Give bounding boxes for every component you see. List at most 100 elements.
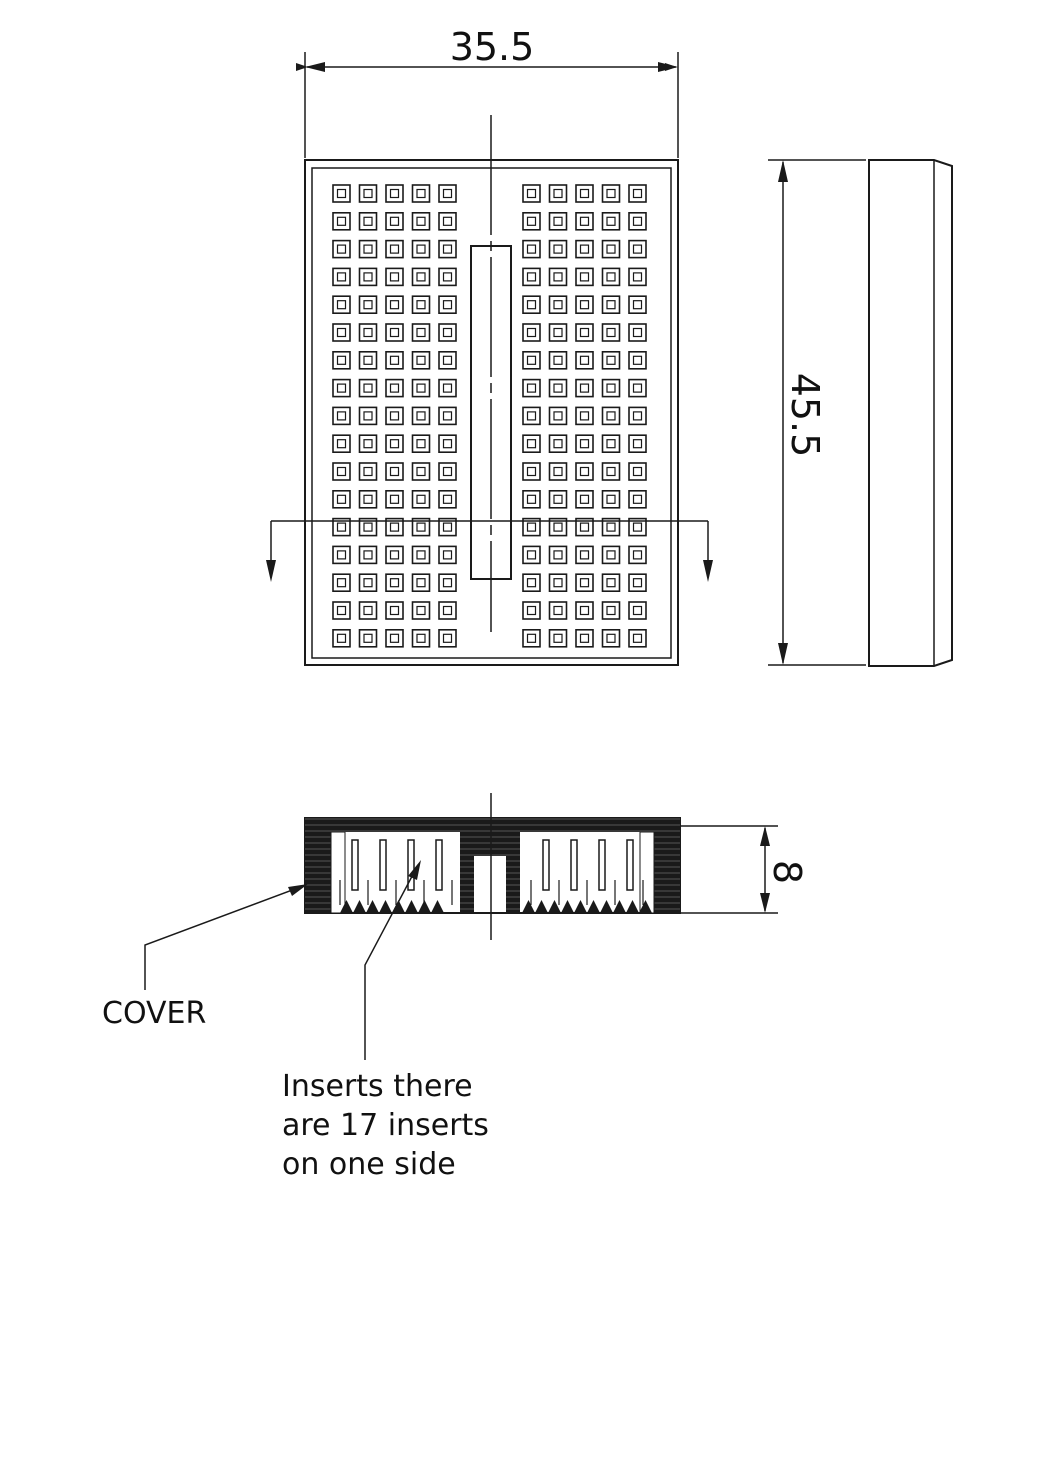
breadboard-hole	[332, 573, 351, 593]
breadboard-hole-inner	[389, 355, 400, 365]
breadboard-hole-inner	[579, 244, 590, 254]
breadboard-hole	[438, 350, 457, 370]
breadboard-hole-inner	[526, 327, 537, 338]
breadboard-hole-inner	[579, 550, 590, 560]
breadboard-hole-inner	[606, 188, 616, 199]
breadboard-hole	[575, 434, 594, 454]
breadboard-hole	[385, 267, 404, 287]
breadboard-hole	[522, 350, 541, 370]
breadboard-hole-inner	[389, 466, 400, 477]
breadboard-hole-inner	[416, 466, 426, 477]
breadboard-hole-inner	[416, 439, 426, 449]
breadboard-hole	[358, 323, 378, 342]
breadboard-hole	[601, 184, 621, 203]
breadboard-hole-inner	[553, 439, 563, 449]
breadboard-hole-inner	[553, 188, 563, 199]
breadboard-hole	[332, 489, 351, 509]
breadboard-hole	[601, 545, 621, 565]
breadboard-hole-inner	[336, 383, 347, 393]
breadboard-hole	[438, 212, 457, 231]
breadboard-hole-inner	[336, 550, 347, 560]
breadboard-hole-inner	[442, 216, 453, 226]
side-view	[868, 159, 953, 667]
breadboard-hole	[358, 573, 378, 593]
insert-bottom-teeth	[340, 900, 652, 913]
breadboard-hole-inner	[526, 411, 537, 421]
breadboard-hole-inner	[363, 244, 373, 254]
breadboard-hole	[411, 628, 431, 648]
breadboard-hole-inner	[442, 633, 453, 643]
insert-contact	[351, 839, 359, 891]
breadboard-hole	[385, 434, 404, 454]
breadboard-hole	[628, 545, 647, 565]
breadboard-hole	[411, 545, 431, 565]
breadboard-hole	[628, 212, 647, 231]
insert-contact	[598, 839, 606, 891]
breadboard-hole-inner	[553, 327, 563, 338]
breadboard-hole-inner	[442, 605, 453, 616]
breadboard-hole	[522, 545, 541, 565]
breadboard-hole	[601, 212, 621, 231]
thickness-dimension-label: 8	[765, 860, 809, 884]
breadboard-hole	[601, 406, 621, 426]
breadboard-hole-inner	[416, 216, 426, 226]
breadboard-hole	[548, 350, 568, 370]
breadboard-hole-inner	[389, 327, 400, 338]
breadboard-hole	[548, 489, 568, 509]
top-view: 35.5 45.5	[266, 25, 953, 667]
breadboard-hole-inner	[632, 605, 643, 616]
breadboard-hole	[575, 517, 594, 537]
breadboard-hole	[522, 517, 541, 537]
breadboard-hole-inner	[389, 578, 400, 588]
height-dimension-label: 45.5	[783, 373, 827, 458]
breadboard-hole-inner	[336, 188, 347, 199]
breadboard-hole	[522, 212, 541, 231]
breadboard-hole	[575, 489, 594, 509]
breadboard-hole	[522, 573, 541, 593]
breadboard-hole-inner	[632, 383, 643, 393]
breadboard-hole	[385, 517, 404, 537]
breadboard-hole	[411, 462, 431, 481]
breadboard-hole-inner	[389, 605, 400, 616]
breadboard-hole-inner	[606, 383, 616, 393]
breadboard-hole	[438, 239, 457, 259]
breadboard-hole-inner	[336, 300, 347, 310]
breadboard-hole-inner	[363, 466, 373, 477]
breadboard-hole	[548, 295, 568, 315]
breadboard-hole-inner	[579, 439, 590, 449]
breadboard-hole	[411, 517, 431, 537]
breadboard-hole-inner	[363, 300, 373, 310]
breadboard-hole-inner	[553, 383, 563, 393]
breadboard-hole	[575, 378, 594, 398]
insert-tooth	[522, 900, 535, 913]
breadboard-hole	[411, 378, 431, 398]
breadboard-hole-inner	[632, 522, 643, 532]
breadboard-hole	[358, 489, 378, 509]
breadboard-hole-inner	[336, 522, 347, 532]
breadboard-hole-inner	[553, 355, 563, 365]
breadboard-hole-inner	[363, 605, 373, 616]
insert-tooth	[392, 900, 405, 913]
breadboard-hole-inner	[632, 272, 643, 282]
insert-contact	[570, 839, 578, 891]
breadboard-hole	[438, 489, 457, 509]
breadboard-hole	[628, 295, 647, 315]
insert-tooth	[418, 900, 431, 913]
breadboard-hole	[358, 434, 378, 454]
breadboard-hole	[332, 462, 351, 481]
breadboard-hole	[628, 573, 647, 593]
breadboard-hole-inner	[526, 439, 537, 449]
breadboard-hole	[628, 601, 647, 620]
breadboard-hole	[601, 239, 621, 259]
breadboard-hole-inner	[416, 633, 426, 643]
breadboard-hole-inner	[442, 327, 453, 338]
breadboard-hole	[332, 628, 351, 648]
hole-grid	[332, 184, 647, 648]
insert-contact	[435, 839, 443, 891]
breadboard-hole-inner	[336, 272, 347, 282]
breadboard-hole	[438, 323, 457, 342]
breadboard-hole-inner	[416, 550, 426, 560]
breadboard-hole-inner	[526, 355, 537, 365]
breadboard-hole-inner	[553, 300, 563, 310]
breadboard-hole	[628, 184, 647, 203]
